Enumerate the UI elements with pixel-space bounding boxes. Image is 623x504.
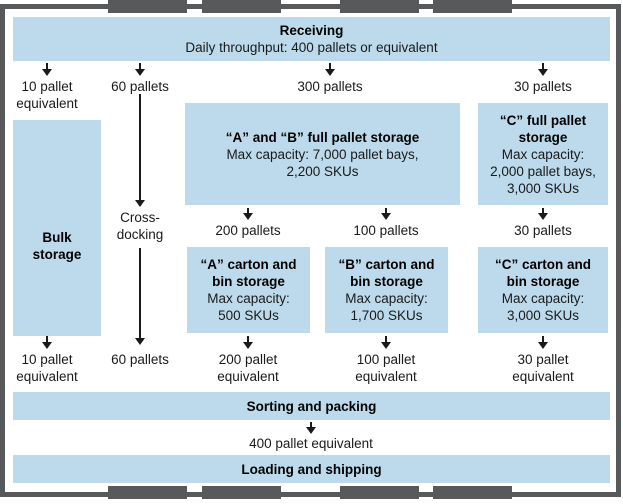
warehouse-wall-frame — [0, 4, 621, 497]
arrow-shaft — [329, 63, 331, 69]
arrow-shaft — [46, 63, 48, 69]
ab-full-pallet-storage-box: “A” and “B” full pallet storage Max capa… — [185, 103, 460, 205]
arrow-head — [306, 427, 316, 434]
arrow-shaft — [139, 63, 141, 69]
sorting-packing-title: Sorting and packing — [246, 398, 377, 414]
down-arrow-icon — [381, 208, 391, 220]
flow-label-400-pallet-equivalent: 400 pallet equivalent — [249, 436, 373, 451]
dock-door-block — [340, 486, 419, 499]
c-full-pallet-title: “C” full pallet storage — [499, 112, 587, 145]
receiving-title: Receiving — [279, 23, 344, 38]
arrow-head — [538, 69, 548, 76]
arrow-shaft — [139, 94, 141, 200]
flow-label-200-pallet-equivalent: 200 pallet equivalent — [217, 352, 279, 384]
down-arrow-icon — [42, 63, 52, 76]
sorting-packing-box: Sorting and packing — [13, 392, 610, 420]
arrow-shaft — [139, 248, 141, 338]
receiving-subtitle: Daily throughput: 400 pallets or equival… — [185, 40, 438, 55]
arrow-shaft — [542, 336, 544, 342]
arrow-shaft — [385, 336, 387, 342]
dock-door-block — [202, 486, 281, 499]
flow-label-200-pallets: 200 pallets — [215, 223, 281, 238]
cross-docking-arrow-icon — [135, 248, 145, 345]
arrow-head — [135, 69, 145, 76]
arrow-shaft — [310, 422, 312, 427]
down-arrow-icon — [538, 63, 548, 76]
arrow-head — [381, 342, 391, 349]
arrow-shaft — [46, 336, 48, 342]
dock-door-block — [202, 0, 281, 13]
c-carton-title: “C” carton and bin storage — [494, 257, 591, 289]
down-arrow-icon — [135, 63, 145, 76]
arrow-head — [325, 69, 335, 76]
down-arrow-icon — [243, 208, 253, 220]
flow-label-30-pallets: 30 pallets — [514, 79, 572, 94]
cross-docking-label: Cross-docking — [116, 210, 164, 242]
ab-full-pallet-title: “A” and “B” full pallet storage — [225, 129, 420, 145]
receiving-box: Receiving Daily throughput: 400 pallets … — [13, 17, 610, 61]
arrow-head — [42, 69, 52, 76]
c-full-pallet-body: Max capacity: 2,000 pallet bays, 3,000 S… — [490, 146, 596, 196]
arrow-head — [381, 213, 391, 220]
b-carton-bin-storage-box: “B” carton and bin storage Max capacity:… — [325, 247, 448, 333]
arrow-head — [538, 213, 548, 220]
dock-door-block — [108, 486, 187, 499]
dock-door-block — [340, 0, 419, 13]
arrow-shaft — [247, 208, 249, 213]
down-arrow-icon — [306, 422, 316, 434]
dock-door-block — [433, 0, 512, 13]
down-arrow-icon — [538, 336, 548, 349]
loading-shipping-title: Loading and shipping — [241, 461, 382, 477]
arrow-shaft — [385, 208, 387, 213]
arrow-head — [42, 342, 52, 349]
cross-docking-arrow-icon — [135, 94, 145, 207]
arrow-shaft — [542, 63, 544, 69]
flow-label-100-pallet-equivalent: 100 pallet equivalent — [355, 352, 417, 384]
c-carton-body: Max capacity: 3,000 SKUs — [501, 291, 585, 323]
arrow-shaft — [247, 336, 249, 342]
flow-label-300-pallets: 300 pallets — [297, 79, 363, 94]
down-arrow-icon — [325, 63, 335, 76]
dock-door-block — [108, 0, 187, 13]
ab-full-pallet-body: Max capacity: 7,000 pallet bays, 2,200 S… — [226, 146, 419, 179]
arrow-shaft — [542, 208, 544, 213]
a-carton-title: “A” carton and bin storage — [200, 257, 297, 289]
bulk-storage-box: Bulk storage — [13, 120, 101, 336]
flow-label-100-pallets: 100 pallets — [353, 223, 419, 238]
down-arrow-icon — [381, 336, 391, 349]
down-arrow-icon — [243, 336, 253, 349]
c-full-pallet-storage-box: “C” full pallet storage Max capacity: 2,… — [478, 103, 608, 205]
a-carton-bin-storage-box: “A” carton and bin storage Max capacity:… — [187, 247, 310, 333]
down-arrow-icon — [538, 208, 548, 220]
arrow-head — [243, 342, 253, 349]
flow-label-30-pallets: 30 pallets — [514, 223, 572, 238]
arrow-head — [135, 338, 145, 345]
flow-label-60-pallets: 60 pallets — [111, 352, 169, 367]
arrow-head — [243, 213, 253, 220]
arrow-head — [135, 200, 145, 207]
flow-label-30-pallet-equivalent: 30 pallet equivalent — [512, 352, 574, 384]
c-carton-bin-storage-box: “C” carton and bin storage Max capacity:… — [478, 247, 608, 333]
bulk-storage-title: Bulk storage — [32, 230, 82, 262]
flow-label-10-pallet-equivalent: 10 pallet equivalent — [16, 352, 78, 384]
flow-label-10-pallet-equivalent: 10 pallet equivalent — [16, 79, 78, 111]
loading-shipping-box: Loading and shipping — [13, 455, 610, 483]
down-arrow-icon — [42, 336, 52, 349]
b-carton-title: “B” carton and bin storage — [338, 257, 435, 289]
dock-door-block — [433, 486, 512, 499]
arrow-head — [538, 342, 548, 349]
flow-label-60-pallets: 60 pallets — [111, 79, 169, 94]
b-carton-body: Max capacity: 1,700 SKUs — [345, 291, 428, 323]
a-carton-body: Max capacity: 500 SKUs — [207, 291, 290, 323]
